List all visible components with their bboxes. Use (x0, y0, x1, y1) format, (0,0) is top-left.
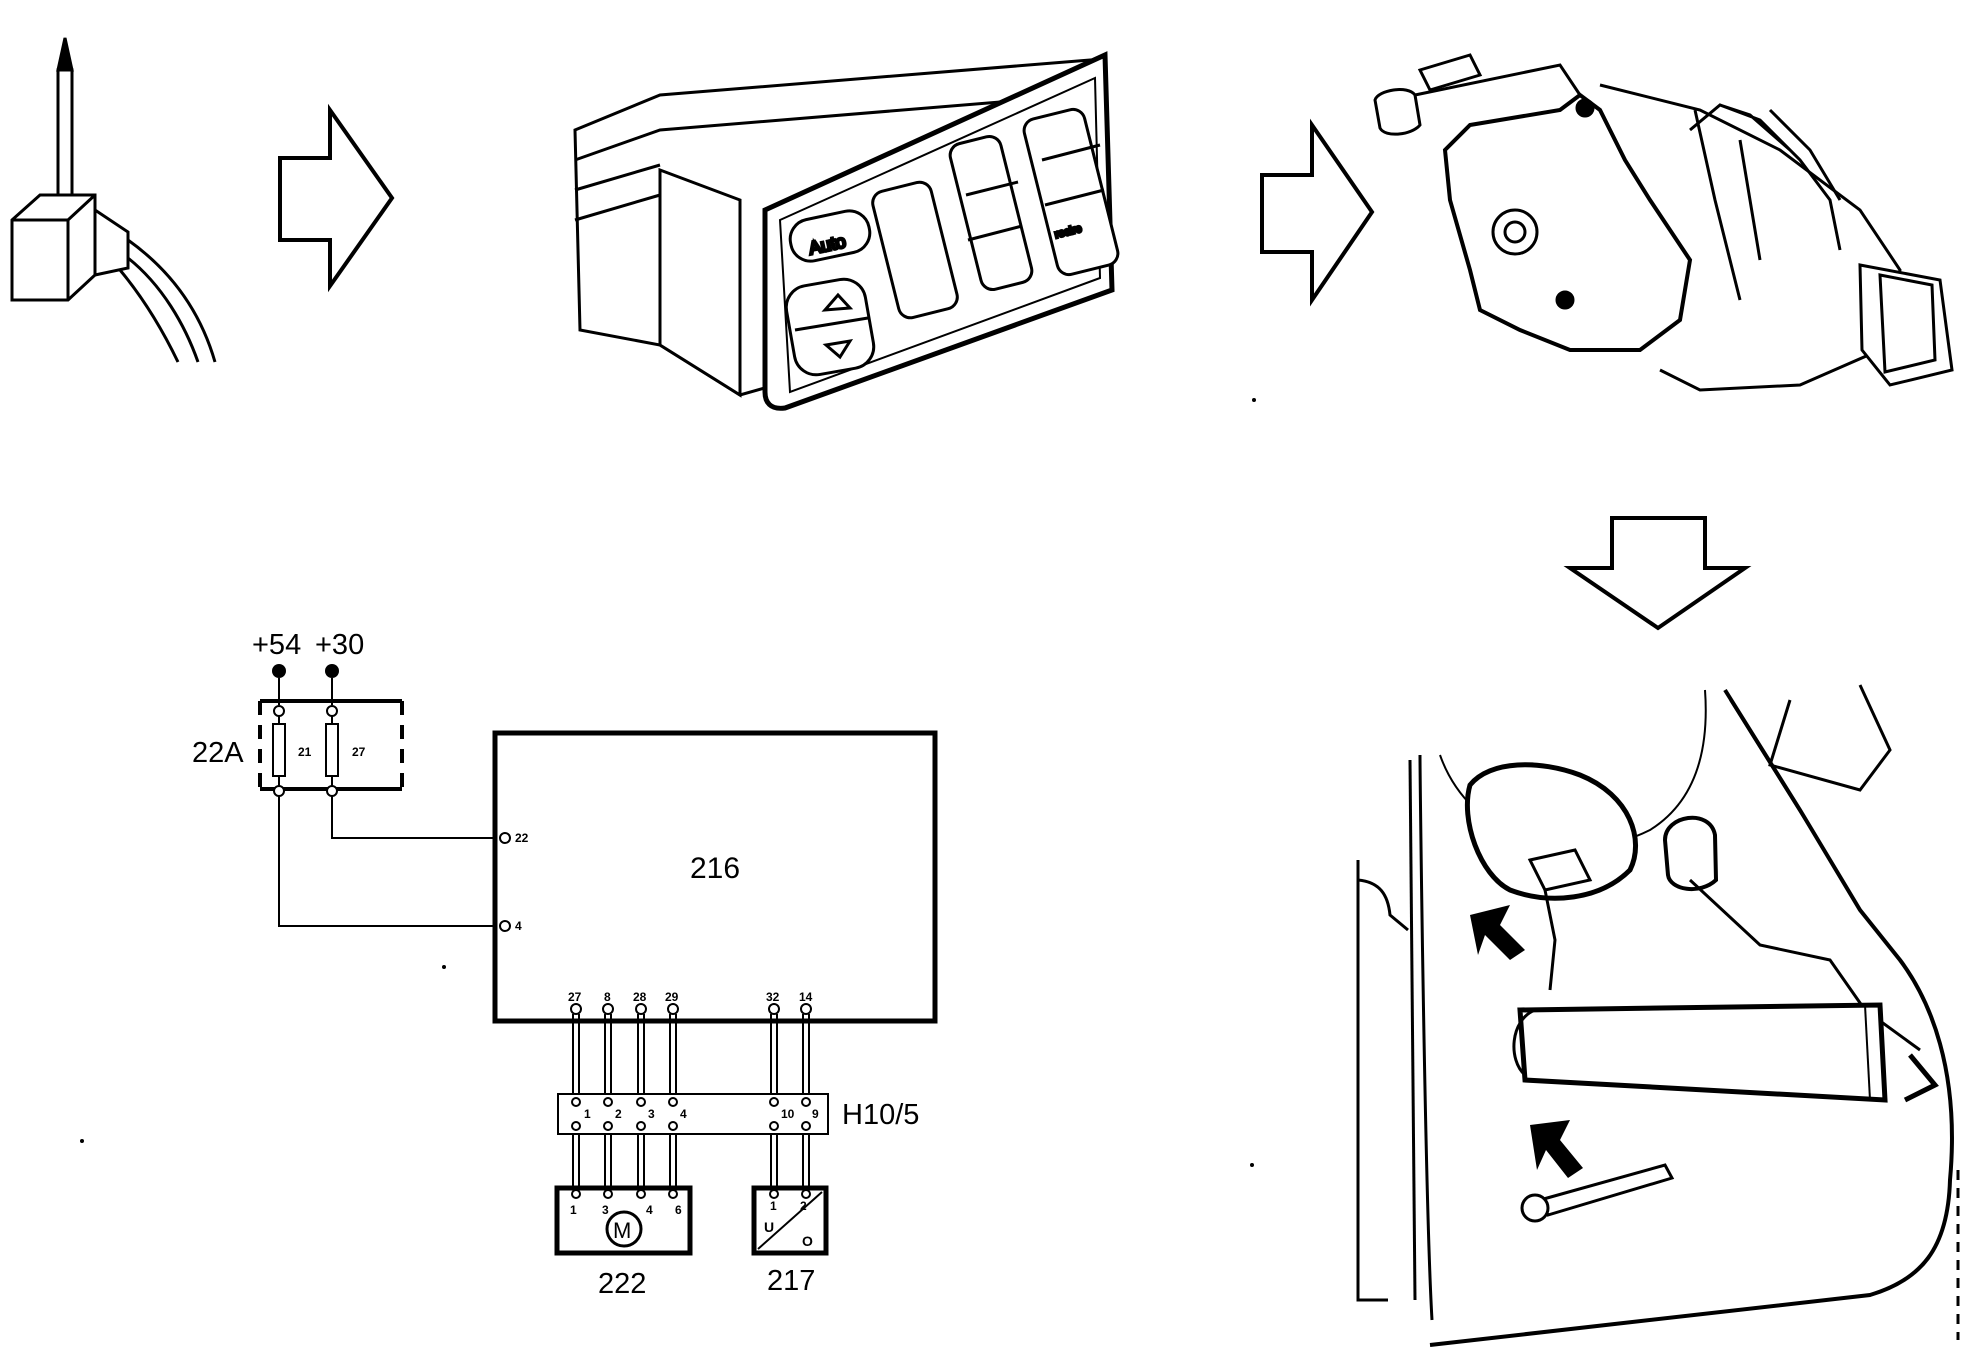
supply-terminal-54: +54 (252, 629, 301, 705)
arrow-right-icon (1260, 118, 1375, 307)
fuse-27-label: 27 (352, 745, 366, 759)
terminal-30-label: +30 (315, 629, 364, 661)
pin-label: 4 (680, 1107, 687, 1121)
pin-label: 1 (770, 1199, 777, 1213)
needle-sensor-icon (10, 37, 217, 363)
pin-label: 3 (648, 1107, 655, 1121)
pin-label: 2 (800, 1199, 807, 1213)
flap-motor-icon (1373, 53, 1954, 392)
sensor: 1 2 U O 217 (751, 1185, 829, 1297)
sensor-input-symbol: U (764, 1219, 774, 1235)
wiring-schematic: +54 +30 22A 21 27 (192, 629, 938, 1300)
arrow-down-icon (1563, 516, 1752, 631)
control-unit-label: 216 (690, 852, 740, 885)
pin-label: 27 (568, 990, 582, 1004)
motor-symbol-icon (605, 1210, 643, 1248)
pin-label: 14 (799, 990, 813, 1004)
motor-label: 222 (598, 1268, 646, 1300)
fuse-21-label: 21 (298, 745, 312, 759)
supply-terminal-30: +30 (315, 629, 364, 705)
wire-54-to-pin-4 (278, 796, 500, 927)
pin-label: 1 (584, 1107, 591, 1121)
installation-location-icon (1356, 684, 1960, 1347)
connector-label: H10/5 (842, 1099, 919, 1131)
pin-label: 2 (615, 1107, 622, 1121)
wire-30-to-pin-22 (331, 796, 500, 839)
pin-label: 22 (515, 831, 529, 845)
pointer-arrow-icon (1470, 905, 1583, 1178)
fuse-box: 22A 21 27 (192, 699, 404, 797)
scan-specks (80, 398, 1256, 1167)
terminal-54-label: +54 (252, 629, 301, 661)
pin-label: 4 (646, 1203, 653, 1217)
pin-label: 9 (812, 1107, 819, 1121)
motor: 1 3 4 6 M 222 (554, 1185, 693, 1300)
pin-label: 4 (515, 919, 522, 933)
load-wires (572, 1134, 810, 1188)
pin-label: 32 (766, 990, 780, 1004)
pin-label: 28 (633, 990, 647, 1004)
sensor-label: 217 (767, 1265, 815, 1297)
fuse-box-label: 22A (192, 737, 244, 769)
arrow-right-icon (278, 103, 395, 293)
climate-control-panel-icon: Auto recirc (573, 51, 1120, 411)
sensor-output-symbol: O (802, 1233, 813, 1249)
control-unit: 216 22 4 27 8 28 29 32 14 (492, 730, 938, 1024)
pin-label: 3 (602, 1203, 609, 1217)
pin-label: 10 (781, 1107, 795, 1121)
connector-strip: H10/5 1 2 3 4 10 9 (557, 1093, 919, 1135)
pin-label: 29 (665, 990, 679, 1004)
pin-label: 1 (570, 1203, 577, 1217)
motor-symbol-label: M (613, 1218, 631, 1243)
harness-wires (572, 1014, 810, 1094)
pin-label: 8 (604, 990, 611, 1004)
pin-label: 6 (675, 1203, 682, 1217)
